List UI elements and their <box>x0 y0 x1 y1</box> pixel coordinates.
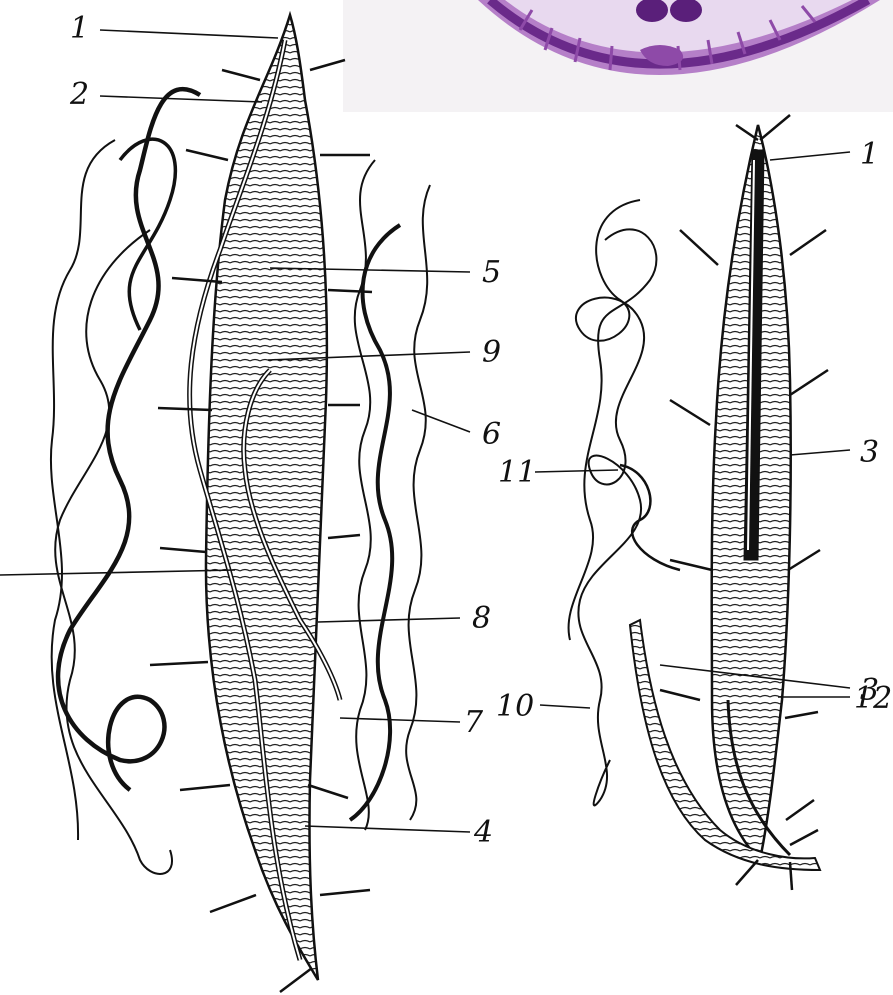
right-specimen <box>535 115 850 890</box>
label-left-5: 5 <box>482 255 501 290</box>
label-left-2: 2 <box>69 77 89 112</box>
label-left-7: 7 <box>464 705 484 740</box>
labels-right: 1 3 11 3 10 12 <box>496 137 892 724</box>
label-right-12: 12 <box>854 681 892 716</box>
left-coil-thick <box>58 89 200 790</box>
label-left-9: 9 <box>482 335 501 370</box>
label-right-3a: 3 <box>860 435 879 470</box>
micrograph-inset <box>343 0 893 112</box>
left-specimen <box>0 15 470 992</box>
label-left-6: 6 <box>482 417 501 452</box>
label-left-1: 1 <box>70 11 89 46</box>
label-right-1: 1 <box>860 137 879 172</box>
label-left-4: 4 <box>473 815 493 850</box>
label-left-8: 8 <box>472 601 491 636</box>
left-coil-right <box>406 185 430 820</box>
label-right-10: 10 <box>496 689 534 724</box>
label-right-11: 11 <box>498 455 536 490</box>
